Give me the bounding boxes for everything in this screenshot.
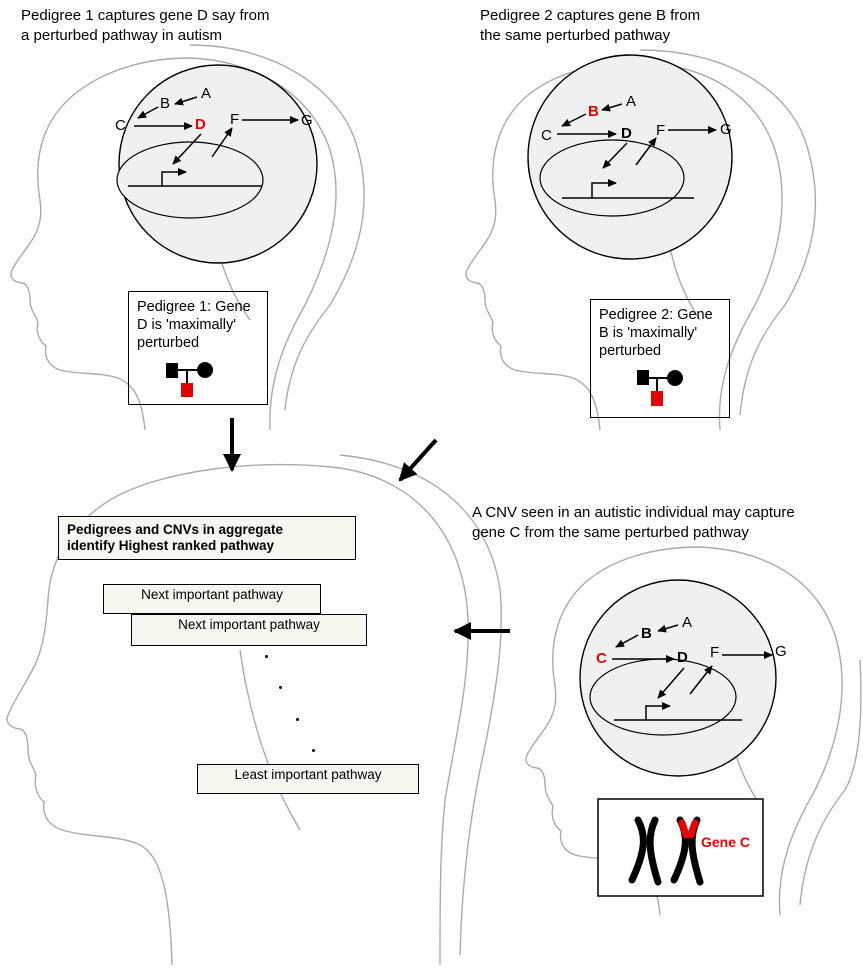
nucleus-ellipse-3 [589,658,737,736]
pathway-arrows-2 [557,103,717,199]
gene-b-2: B [588,103,599,120]
aggregate-pathway-box: Pedigrees and CNVs in aggregate identify… [58,516,356,560]
cnv-box [597,798,764,897]
caption-pedigree-2: Pedigree 2 captures gene B from the same… [480,7,701,44]
pedigree-symbol-2 [637,370,683,406]
ellipsis-dot [296,718,299,721]
gene-c-3: C [596,650,607,667]
gene-d-3: D [677,649,688,666]
cnv-gene-label: Gene C [701,834,751,850]
gene-g-3: G [775,643,787,660]
ellipsis-dot [279,686,282,689]
pedigree-2-box: Pedigree 2: Gene B is 'maximally' pertur… [590,299,730,418]
gene-f-2: F [656,122,666,139]
caption-pedigree-1: Pedigree 1 captures gene D say from a pe… [21,7,270,44]
ellipsis-dot [312,749,315,752]
cnv-region [678,819,690,839]
gene-b-1: B [160,95,171,112]
gene-a-2: A [626,93,637,110]
nucleus-ellipse-1 [116,141,264,219]
gene-a-3: A [682,614,693,631]
least-pathway-box: Least important pathway [197,764,419,794]
gene-g-1: G [301,112,313,129]
gene-c-1: C [115,117,126,134]
ellipsis-dot [265,655,268,658]
nucleus-ellipse-2 [539,139,685,217]
pathway-arrows-1 [128,96,299,187]
next-pathway-box-1: Next important pathway [103,584,321,614]
arrow-diagonal [398,438,438,482]
gene-g-2: G [720,121,732,138]
caption-cnv: A CNV seen in an autistic individual may… [472,504,795,541]
gene-d-2: D [621,125,632,142]
gene-a-1: A [201,85,212,102]
pedigree-1-box: Pedigree 1: Gene D is 'maximally' pertur… [128,291,268,405]
gene-d-1: D [195,116,206,133]
gene-b-3: B [641,625,652,642]
next-pathway-box-2: Next important pathway [131,614,367,646]
gene-f-3: F [710,644,720,661]
pathway-arrows-3 [612,624,773,721]
gene-f-1: F [230,111,240,128]
pedigree-symbol-1 [166,362,213,397]
gene-c-2: C [541,127,552,144]
